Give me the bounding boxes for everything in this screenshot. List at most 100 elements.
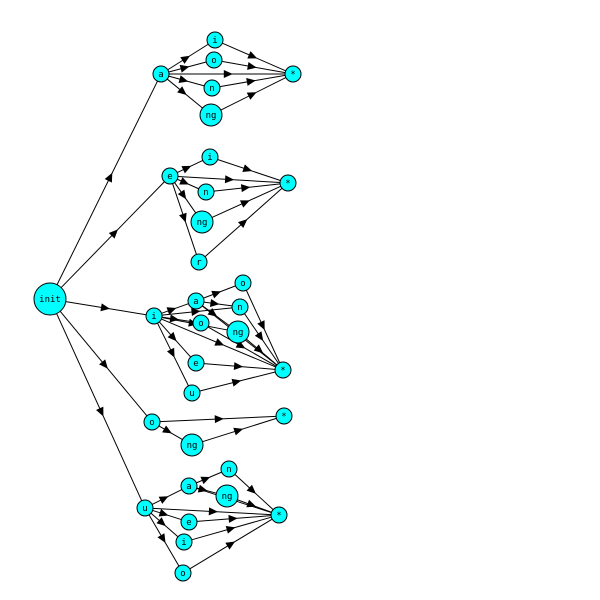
arrowhead-icon [233, 427, 244, 436]
edge-o-to-o_ng [158, 425, 183, 440]
node-o_end: * [275, 407, 293, 425]
node-label: n [237, 303, 242, 313]
edge-e_r-to-e_end [204, 187, 283, 258]
edge-a_ng-to-a_end [220, 77, 287, 111]
node-o_ng: ng [180, 433, 204, 457]
node-circle [279, 174, 297, 192]
arrowhead-icon [179, 64, 190, 73]
arrowhead-icon [235, 340, 246, 349]
edge-e_n-to-e_end [213, 183, 281, 193]
arrowhead-icon [166, 307, 177, 315]
edge-u_n-to-u_end [234, 474, 274, 510]
arrowhead-icon [231, 378, 242, 387]
node-circle [274, 361, 292, 379]
arrowhead-icon [254, 331, 264, 341]
node-e_ng: ng [190, 210, 214, 234]
arrowhead-icon [223, 70, 233, 78]
node-e_end: * [279, 174, 297, 192]
node-a_o: o [205, 51, 223, 69]
edge-line [56, 80, 158, 285]
node-label: i [207, 153, 212, 163]
node-circle [152, 65, 170, 83]
edge-u_a-to-u_n [196, 471, 222, 485]
node-e_r: r [190, 253, 208, 271]
edge-i_ao-to-i_end [245, 290, 281, 363]
arrowhead-icon [247, 62, 257, 70]
edge-i-to-i_a [161, 303, 189, 315]
node-i_end: * [274, 361, 292, 379]
node-circle [197, 183, 215, 201]
node-circle [199, 103, 223, 127]
node-label: a [193, 297, 198, 307]
edge-e_i-to-e_end [217, 159, 281, 181]
edge-a-to-a_end [169, 70, 285, 78]
node-label: * [285, 179, 290, 189]
arrowhead-icon [225, 541, 236, 550]
arrowhead-icon [228, 514, 238, 523]
arrowhead-icon [253, 344, 264, 354]
node-circle [203, 79, 221, 97]
node-a: a [152, 65, 170, 83]
node-label: r [196, 258, 202, 268]
node-o: o [143, 413, 161, 431]
edge-e-to-e_n [177, 177, 199, 190]
node-label: a [186, 482, 191, 492]
edge-a_i-to-a_end [222, 42, 286, 72]
node-label: e [167, 172, 172, 182]
edge-i_a-to-i_n [203, 299, 233, 307]
edge-a-to-a_i [167, 43, 209, 71]
arrowhead-icon [237, 219, 248, 229]
node-circle [187, 354, 205, 372]
edge-o_ng-to-o_end [202, 417, 277, 443]
node-u_n: n [220, 460, 238, 478]
arrowhead-icon [246, 78, 256, 86]
node-circle [136, 499, 154, 517]
edge-e-to-e_ng [174, 182, 197, 214]
arrowhead-icon [157, 533, 166, 544]
arrowhead-icon [257, 320, 265, 331]
node-u: u [136, 499, 154, 517]
arrowhead-icon [178, 75, 189, 83]
edge-u-to-u_e [152, 508, 182, 521]
node-circle [180, 477, 198, 495]
node-circle [215, 484, 239, 508]
node-i_e: e [187, 354, 205, 372]
arrowhead-icon [108, 229, 118, 239]
arrowhead-icon [158, 496, 169, 504]
edge-a_n-to-a_end [219, 74, 286, 88]
edge-i_n-to-i_end [244, 313, 279, 364]
node-circle [284, 65, 302, 83]
node-label: o [198, 319, 203, 329]
node-label: i [212, 36, 217, 46]
node-circle [270, 506, 288, 524]
node-u_ng: ng [215, 484, 239, 508]
node-label: n [226, 465, 231, 475]
node-circle [234, 274, 252, 292]
node-label: n [203, 188, 208, 198]
arrowhead-icon [177, 189, 187, 200]
node-label: ng [222, 492, 233, 502]
edge-init-to-u [56, 313, 143, 501]
node-label: * [290, 70, 295, 80]
node-a_i: i [206, 31, 224, 49]
edge-init-to-a [56, 80, 158, 285]
arrowhead-icon [246, 92, 257, 100]
arrowhead-icon [209, 299, 220, 307]
node-circle [206, 31, 224, 49]
node-label: * [276, 511, 281, 521]
arrowhead-icon [180, 55, 191, 64]
arrowhead-icon [224, 175, 235, 184]
edge-i_o-to-i_end [207, 326, 277, 367]
edge-init-to-o [59, 310, 148, 417]
arrowhead-icon [247, 51, 258, 59]
arrowhead-icon [197, 484, 208, 493]
node-circle [192, 314, 210, 332]
node-i: i [145, 307, 163, 325]
arrowhead-icon [239, 200, 250, 208]
node-label: e [193, 359, 198, 369]
node-label: i [181, 538, 186, 548]
node-e_n: n [197, 183, 215, 201]
node-label: e [186, 518, 191, 528]
node-circle [180, 513, 198, 531]
arrowhead-icon [104, 172, 113, 183]
